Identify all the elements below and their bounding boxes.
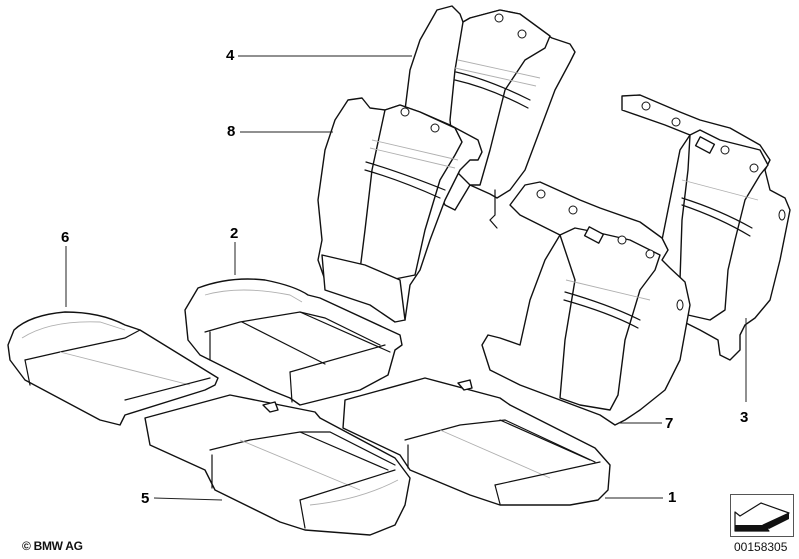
callout-4[interactable]: 4 (226, 47, 235, 64)
orientation-box (730, 494, 794, 537)
part-2-seat-cover[interactable] (184, 278, 403, 406)
part-7-backrest-cover[interactable] (481, 181, 691, 426)
part-8-backrest-cover[interactable] (317, 97, 483, 323)
arrow-direction-icon (734, 502, 790, 532)
callout-8[interactable]: 8 (227, 123, 236, 140)
part-5-seat-cover[interactable] (144, 394, 411, 536)
part-1-seat-cover[interactable] (342, 377, 611, 506)
leader-lines (65, 55, 747, 501)
part-3-backrest-cover[interactable] (621, 94, 791, 361)
callout-5[interactable]: 5 (141, 490, 150, 507)
reference-number: 00158305 (734, 540, 788, 554)
callout-1[interactable]: 1 (668, 489, 677, 506)
callout-7[interactable]: 7 (665, 415, 674, 432)
callout-6[interactable]: 6 (61, 229, 70, 246)
callout-3[interactable]: 3 (740, 409, 749, 426)
copyright-text: © BMW AG (22, 539, 83, 553)
part-6-seat-cover[interactable] (7, 311, 219, 426)
callout-2[interactable]: 2 (230, 225, 239, 242)
